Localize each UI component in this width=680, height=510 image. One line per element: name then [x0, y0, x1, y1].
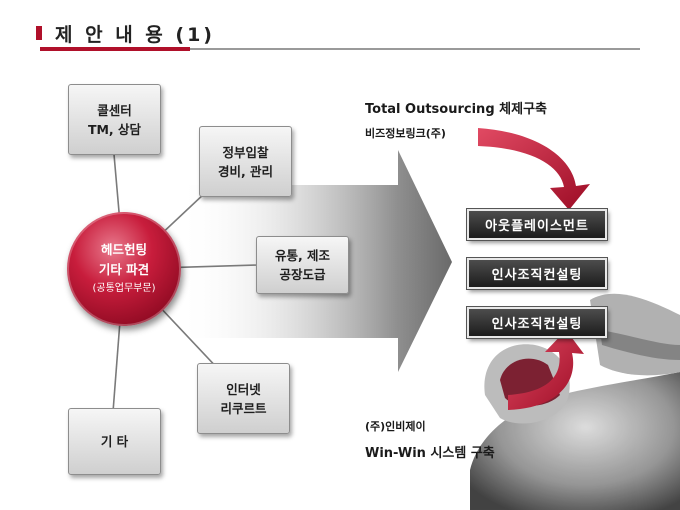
box-call-center: 콜센터 TM, 상담 — [68, 84, 161, 155]
hand-photo-illustration — [470, 293, 680, 510]
title-underline — [40, 48, 640, 50]
hub-circle: 헤드헌팅 기타 파견 (공통업무부문) — [67, 212, 181, 326]
top-title: Total Outsourcing 체제구축 — [365, 102, 547, 117]
curved-arrow-up — [508, 330, 584, 410]
hub-line3: (공통업무부문) — [92, 283, 156, 294]
box-government-bid-line1: 정부입찰 — [222, 144, 269, 160]
title-underline-accent — [40, 47, 190, 51]
top-company: 비즈정보링크(주) — [365, 127, 446, 140]
curved-arrow-down — [478, 128, 590, 210]
hub-line1: 헤드헌팅 — [100, 242, 147, 257]
box-distribution-line1: 유통, 제조 — [274, 248, 331, 263]
service-box-outplacement: 아웃플레이스먼트 — [466, 208, 608, 241]
box-government-bid-line2: 경비, 관리 — [217, 163, 274, 179]
box-call-center-line1: 콜센터 — [97, 102, 132, 118]
box-internet-recruit: 인터넷 리쿠르트 — [197, 363, 290, 434]
hub-line2: 기타 파견 — [98, 262, 150, 277]
box-distribution-line2: 공장도급 — [279, 267, 326, 282]
box-distribution: 유통, 제조 공장도급 — [256, 236, 349, 294]
box-etc: 기 타 — [68, 408, 161, 475]
service-box-consulting-1: 인사조직컨설팅 — [466, 257, 608, 290]
bottom-title: Win-Win 시스템 구축 — [365, 446, 495, 461]
box-government-bid: 정부입찰 경비, 관리 — [199, 126, 292, 197]
title-marker — [36, 26, 42, 40]
box-internet-recruit-line1: 인터넷 — [226, 381, 261, 397]
box-etc-label: 기 타 — [100, 434, 129, 449]
bottom-company: (주)인비제이 — [365, 420, 426, 433]
service-box-consulting-2: 인사조직컨설팅 — [466, 306, 608, 339]
page-title: 제 안 내 용 (1) — [55, 24, 215, 46]
box-internet-recruit-line2: 리쿠르트 — [220, 400, 267, 416]
box-call-center-line2: TM, 상담 — [87, 121, 142, 137]
